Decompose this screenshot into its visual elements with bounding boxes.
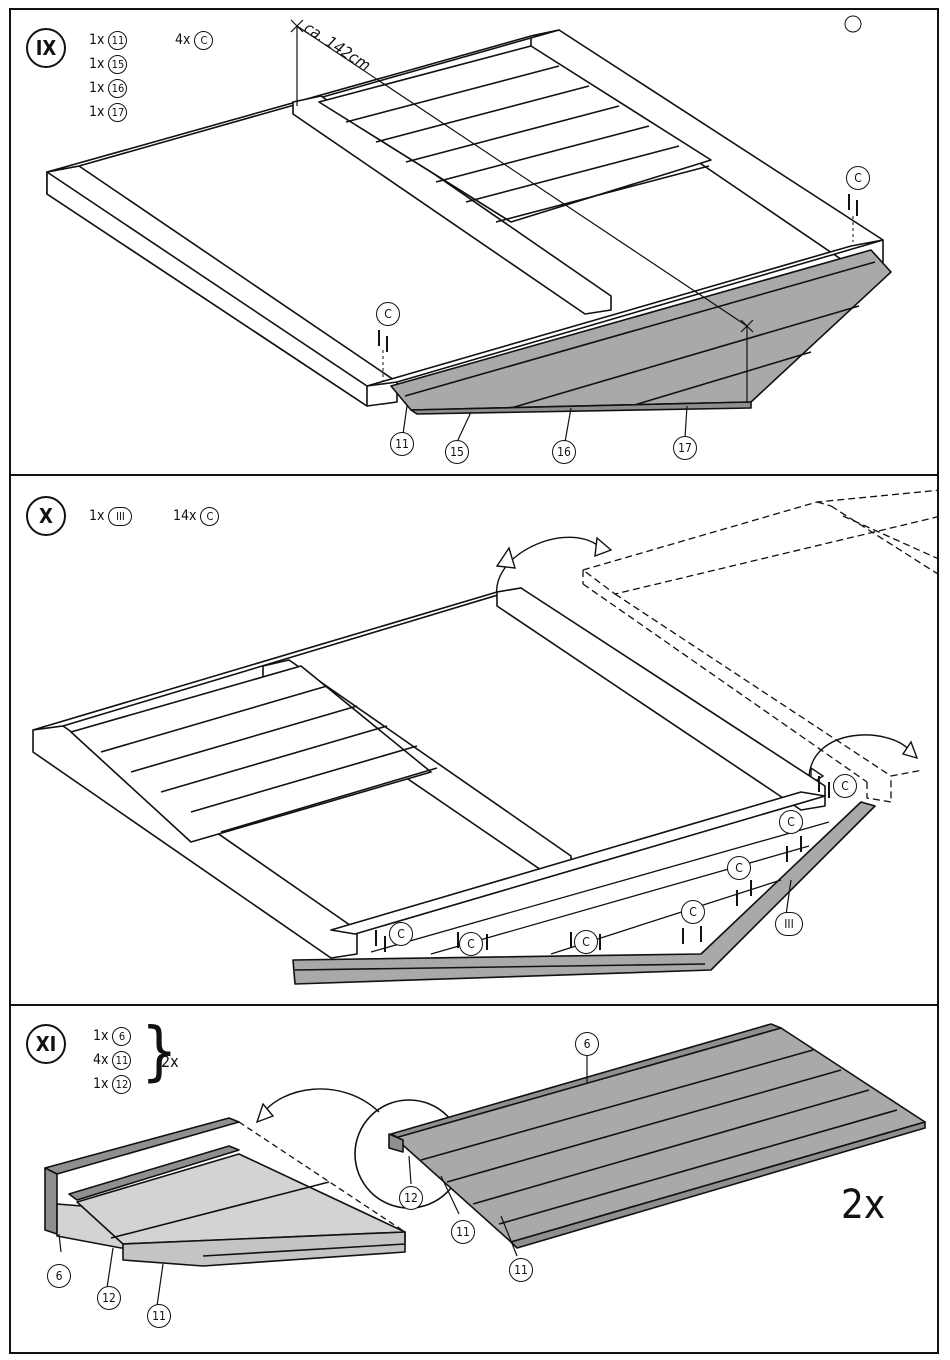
part-qty: 1x	[93, 1024, 108, 1048]
screw-callout: C	[459, 932, 483, 956]
part-number: 11	[108, 31, 127, 50]
part-qty: 1x	[89, 52, 104, 76]
part-callout-17: 17	[673, 436, 697, 460]
gable-panel	[391, 250, 891, 410]
part-qty: 4x	[93, 1048, 108, 1072]
screw-callout: C	[846, 166, 870, 190]
part-callout-6: 6	[575, 1032, 599, 1056]
part-qty: 1x	[89, 504, 104, 528]
part-qty: 1x	[93, 1072, 108, 1096]
part-qty: 1x	[89, 100, 104, 124]
part-number: 17	[108, 103, 127, 122]
part-qty: 14x	[173, 504, 196, 528]
part-number: C	[194, 31, 213, 50]
step-number: IX	[26, 28, 66, 68]
screw-callout: C	[389, 922, 413, 946]
screw-callout: C	[574, 930, 598, 954]
back-beam	[497, 588, 825, 810]
part-number: 6	[112, 1027, 131, 1046]
part-qty: 4x	[175, 28, 190, 52]
big-multiplier: 2x	[841, 1182, 885, 1228]
part-number: 11	[112, 1051, 131, 1070]
set-multiplier: 2x	[161, 1052, 179, 1071]
part-number: 16	[108, 79, 127, 98]
part-number: III	[108, 507, 132, 526]
step-ix-drawing	[11, 10, 939, 476]
part-qty: 1x	[89, 76, 104, 100]
screw-callout: C	[727, 856, 751, 880]
step-number: XI	[26, 1024, 66, 1064]
part-callout-12: 12	[97, 1286, 121, 1310]
part-number: C	[200, 507, 219, 526]
part-qty: 1x	[89, 28, 104, 52]
part-callout-11: 11	[509, 1258, 533, 1282]
screw-callout: C	[376, 302, 400, 326]
part-callout-16: 16	[552, 440, 576, 464]
part-number: 12	[112, 1075, 131, 1094]
part-callout-12: 12	[399, 1186, 423, 1210]
screw-callout: C	[779, 810, 803, 834]
part-callout-11: 11	[390, 432, 414, 456]
screw-callout: C	[833, 774, 857, 798]
part-number: 15	[108, 55, 127, 74]
part-callout-11: 11	[147, 1304, 171, 1328]
part-callout-6: 6	[47, 1264, 71, 1288]
part-callout-15: 15	[445, 440, 469, 464]
step-number: X	[26, 496, 66, 536]
screw-callout: C	[681, 900, 705, 924]
part-callout-11: 11	[451, 1220, 475, 1244]
part-callout-iii: III	[775, 912, 803, 936]
detail-profile	[45, 1118, 405, 1266]
